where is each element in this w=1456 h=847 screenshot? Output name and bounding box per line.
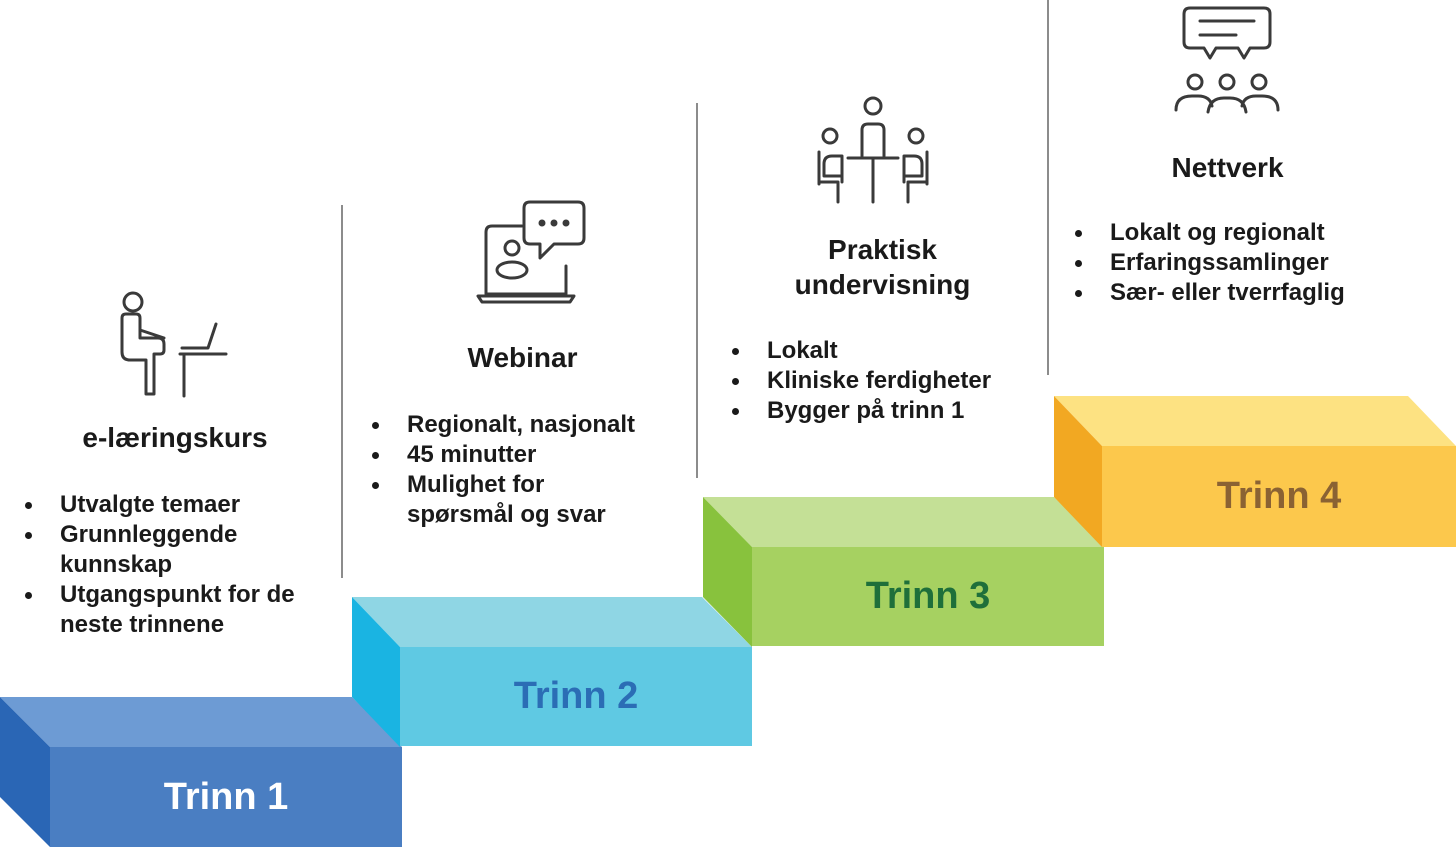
bullet-item: Lokalt og regionalt xyxy=(1070,218,1390,248)
stage-2-bullets: Regionalt, nasjonalt 45 minutter Mulighe… xyxy=(367,410,677,530)
divider-3 xyxy=(1047,0,1049,375)
video-chat-icon xyxy=(476,200,586,304)
bullet-item: Regionalt, nasjonalt xyxy=(367,410,677,440)
bullet-item: Erfaringssamlinger xyxy=(1070,248,1390,278)
group-discussion-icon xyxy=(1174,6,1280,114)
stage-1-title: e-læringskurs xyxy=(82,422,268,453)
step-1: Trinn 1 xyxy=(0,697,402,847)
bullet-item: Kliniske ferdigheter xyxy=(727,366,1047,396)
bullet-item: 45 minutter xyxy=(367,440,677,470)
stage-2-title: Webinar xyxy=(467,342,578,373)
step-3-top-face xyxy=(703,497,1104,547)
meeting-table-icon xyxy=(817,96,929,204)
step-1-top-face xyxy=(0,697,402,747)
bullet-item: Bygger på trinn 1 xyxy=(727,396,1047,426)
bullet-item: Utvalgte temaer xyxy=(20,490,320,520)
step-1-label: Trinn 1 xyxy=(50,747,402,847)
divider-2 xyxy=(696,103,698,478)
bullet-item: Utgangspunkt for de neste trinnene xyxy=(20,580,310,640)
step-4: Trinn 4 xyxy=(1054,396,1456,547)
step-4-top-face xyxy=(1054,396,1456,446)
stage-3-bullets: Lokalt Kliniske ferdigheter Bygger på tr… xyxy=(727,336,1047,426)
person-at-desk-icon xyxy=(120,291,228,398)
bullet-item: Mulighet for spørsmål og svar xyxy=(367,470,637,530)
step-3-label: Trinn 3 xyxy=(752,547,1104,646)
bullet-item: Sær- eller tverrfaglig xyxy=(1070,278,1390,308)
bullet-item: Lokalt xyxy=(727,336,1047,366)
stage-1-bullets: Utvalgte temaer Grunnleggende kunnskap U… xyxy=(20,490,320,640)
bullet-item: Grunnleggende kunnskap xyxy=(20,520,260,580)
step-2-label: Trinn 2 xyxy=(400,647,752,746)
stage-3-title: Praktisk undervisning xyxy=(794,234,971,300)
step-4-label: Trinn 4 xyxy=(1102,446,1456,547)
stage-4-title: Nettverk xyxy=(1171,152,1284,183)
divider-1 xyxy=(341,205,343,578)
step-2-top-face xyxy=(352,597,752,647)
stage-4-bullets: Lokalt og regionalt Erfaringssamlinger S… xyxy=(1070,218,1390,308)
step-3: Trinn 3 xyxy=(703,497,1104,647)
step-2: Trinn 2 xyxy=(352,597,752,747)
